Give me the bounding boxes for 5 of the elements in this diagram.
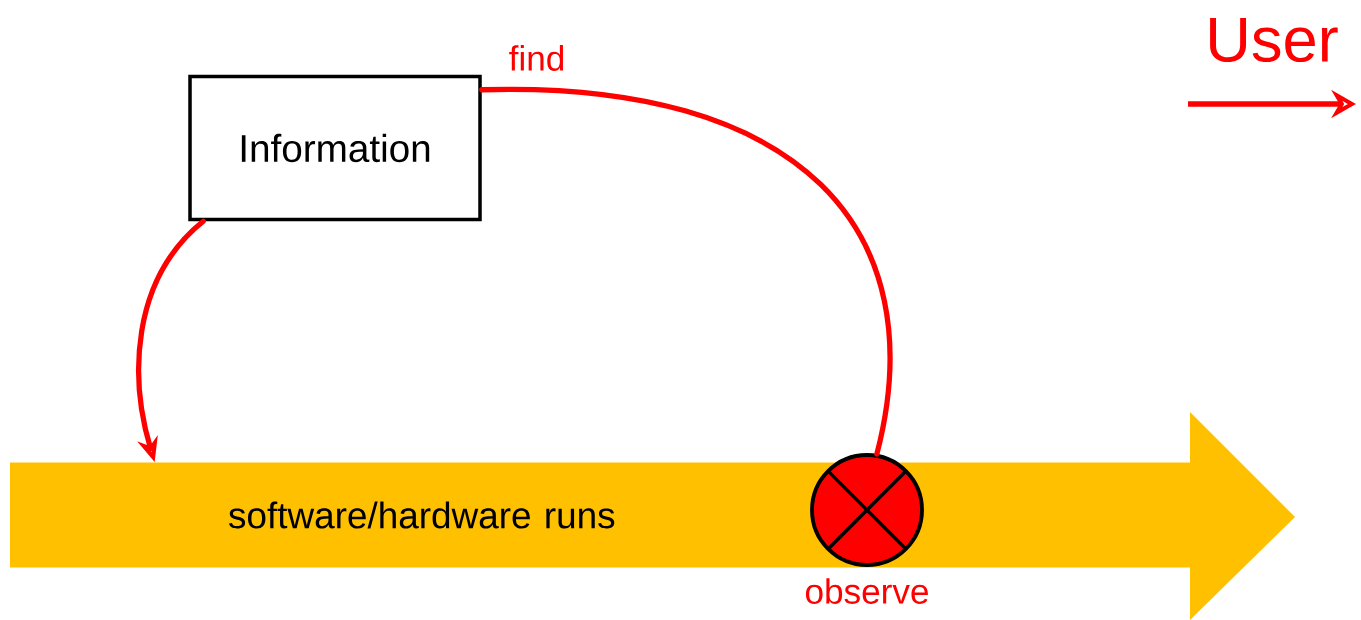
cross-circle xyxy=(810,453,924,567)
process-box: Information xyxy=(188,74,482,222)
node-caption: observe xyxy=(806,578,928,604)
legend-label: User xyxy=(1210,17,1338,63)
edge-label: find xyxy=(506,43,568,73)
